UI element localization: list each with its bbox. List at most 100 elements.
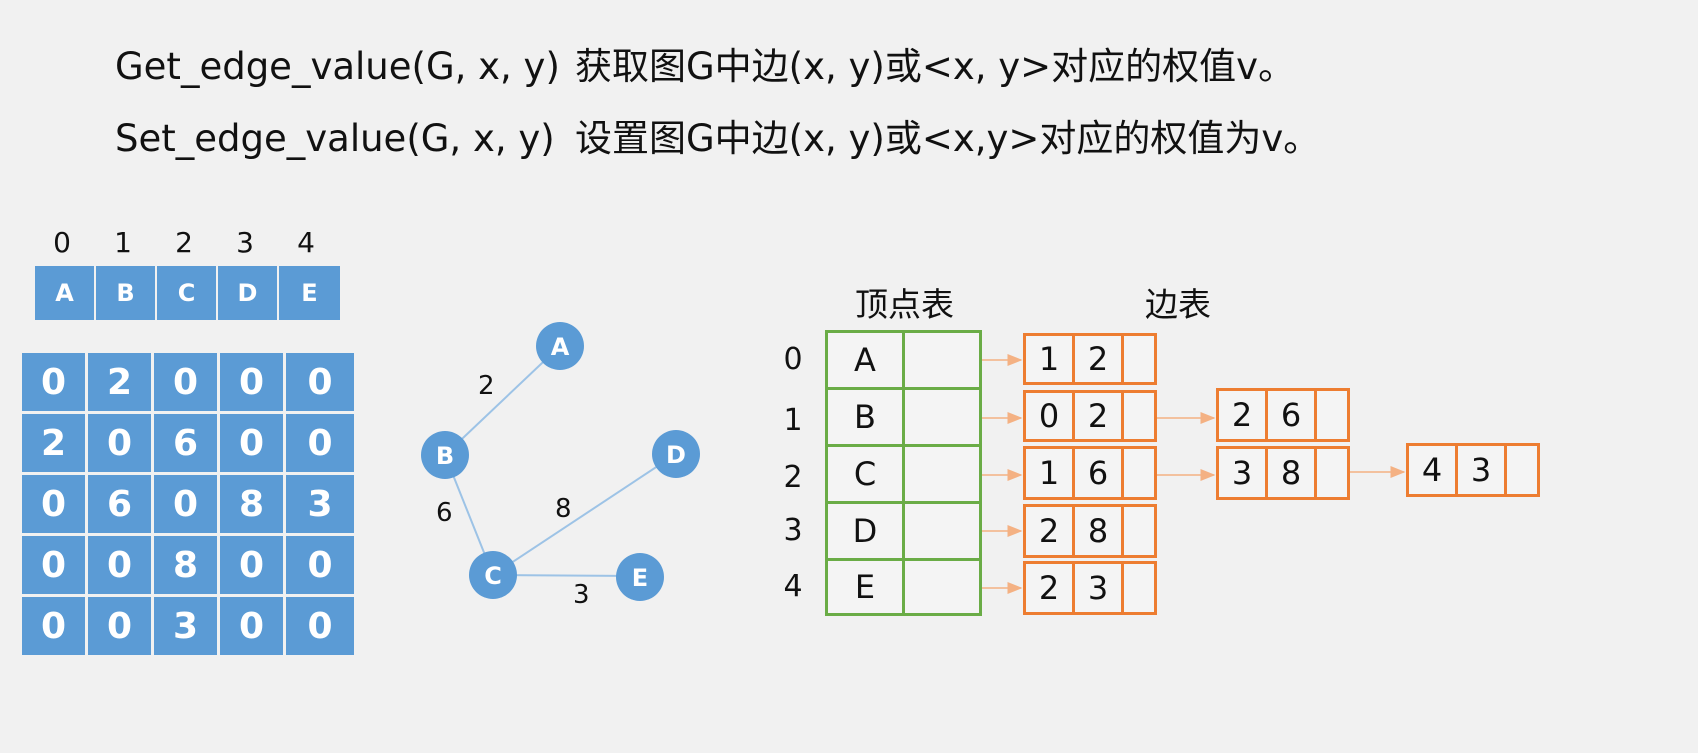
graph-node-d xyxy=(652,430,700,478)
edge-node-next xyxy=(1121,561,1157,615)
vertex-index: 1 xyxy=(114,226,132,259)
vertex-table-index: 4 xyxy=(783,569,803,604)
matrix-cell: 0 xyxy=(220,353,283,411)
edge-node-weight: 2 xyxy=(1072,390,1124,442)
graph-edge-weights: 2 6 8 3 xyxy=(436,371,590,610)
matrix-cell: 0 xyxy=(88,414,151,472)
graph-node-label: D xyxy=(666,441,686,469)
edge-node-adjvex: 3 xyxy=(1216,446,1268,500)
vertex-index: 2 xyxy=(175,226,193,259)
edge-node-next xyxy=(1121,446,1157,500)
matrix-cell: 6 xyxy=(154,414,217,472)
edge-weight-label: 6 xyxy=(436,498,453,528)
graph-node-label: A xyxy=(551,333,570,361)
vertex-array-cell: A xyxy=(35,266,94,320)
matrix-cell: 0 xyxy=(154,475,217,533)
graph-edge-c-d xyxy=(492,453,677,576)
matrix-cell: 0 xyxy=(22,475,85,533)
edge-node-weight: 8 xyxy=(1072,504,1124,558)
matrix-cell: 0 xyxy=(220,414,283,472)
vertex-table-pointer-cell xyxy=(902,330,982,390)
edge-node-adjvex: 0 xyxy=(1023,390,1075,442)
vertex-index: 0 xyxy=(53,226,71,259)
edge-node-weight: 8 xyxy=(1265,446,1317,500)
vertex-array-cell: D xyxy=(218,266,277,320)
edge-node-next xyxy=(1314,388,1350,442)
edge-node-adjvex: 2 xyxy=(1023,504,1075,558)
edge-node-next xyxy=(1121,390,1157,442)
function-description: 获取图G中边(x, y)或<x, y>对应的权值v。 xyxy=(575,45,1296,88)
matrix-cell: 0 xyxy=(88,597,151,655)
edge-node-next xyxy=(1121,333,1157,385)
graph-node-e xyxy=(616,553,664,601)
matrix-cell: 0 xyxy=(286,353,354,411)
edge-node-weight: 6 xyxy=(1265,388,1317,442)
vertex-array-cell: C xyxy=(157,266,216,320)
vertex-table-index: 1 xyxy=(783,403,803,438)
matrix-cell: 8 xyxy=(220,475,283,533)
vertex-array-cell: B xyxy=(96,266,155,320)
edge-node-next xyxy=(1504,443,1540,497)
vertex-table-index: 0 xyxy=(783,342,803,377)
edge-node-weight: 3 xyxy=(1455,443,1507,497)
vertex-table-cell: A xyxy=(825,330,905,390)
edge-node-next xyxy=(1314,446,1350,500)
edge-node-adjvex: 1 xyxy=(1023,333,1075,385)
edge-weight-label: 8 xyxy=(555,494,572,524)
matrix-cell: 0 xyxy=(22,536,85,594)
edge-weight-label: 2 xyxy=(478,371,495,401)
vertex-table-cell: B xyxy=(825,387,905,447)
edge-node-weight: 6 xyxy=(1072,446,1124,500)
matrix-cell: 0 xyxy=(22,597,85,655)
edge-node-next xyxy=(1121,504,1157,558)
matrix-cell: 0 xyxy=(286,536,354,594)
text-line-set-edge-value: Set_edge_value(G, x, y) 设置图G中边(x, y)或<x,y… xyxy=(115,108,1320,162)
graph-edge-c-e xyxy=(492,574,641,577)
function-signature: Set_edge_value(G, x, y) xyxy=(115,117,555,160)
graph-node-b xyxy=(421,431,469,479)
matrix-cell: 0 xyxy=(22,353,85,411)
matrix-cell: 0 xyxy=(286,597,354,655)
vertex-table-cell: E xyxy=(825,558,905,616)
matrix-cell: 6 xyxy=(88,475,151,533)
matrix-cell: 8 xyxy=(154,536,217,594)
graph-node-label: E xyxy=(632,564,648,592)
graph-node-label: C xyxy=(484,562,502,590)
graph-node-label: B xyxy=(436,442,454,470)
edge-node-weight: 2 xyxy=(1072,333,1124,385)
text-line-get-edge-value: Get_edge_value(G, x, y) 获取图G中边(x, y)或<x, … xyxy=(115,36,1295,90)
vertex-table-pointer-cell xyxy=(902,444,982,504)
edge-node-adjvex: 1 xyxy=(1023,446,1075,500)
graph-nodes: A B C D E xyxy=(421,322,700,601)
vertex-array-cell: E xyxy=(279,266,340,320)
vertex-table-pointer-cell xyxy=(902,558,982,616)
graph-node-a xyxy=(536,322,584,370)
function-description: 设置图G中边(x, y)或<x,y>对应的权值为v。 xyxy=(575,117,1321,160)
edge-node-weight: 3 xyxy=(1072,561,1124,615)
edge-node-adjvex: 2 xyxy=(1216,388,1268,442)
edge-node-adjvex: 2 xyxy=(1023,561,1075,615)
matrix-cell: 0 xyxy=(220,597,283,655)
matrix-cell: 0 xyxy=(88,536,151,594)
matrix-cell: 2 xyxy=(88,353,151,411)
matrix-cell: 0 xyxy=(220,536,283,594)
matrix-cell: 3 xyxy=(286,475,354,533)
vertex-table-index: 2 xyxy=(783,460,803,495)
graph-edge-a-b xyxy=(444,345,561,456)
matrix-cell: 2 xyxy=(22,414,85,472)
vertex-table-index: 3 xyxy=(783,513,803,548)
vertex-index: 4 xyxy=(297,226,315,259)
matrix-cell: 3 xyxy=(154,597,217,655)
edge-node-adjvex: 4 xyxy=(1406,443,1458,497)
function-signature: Get_edge_value(G, x, y) xyxy=(115,45,560,88)
vertex-table-pointer-cell xyxy=(902,387,982,447)
edge-weight-label: 3 xyxy=(573,580,590,610)
vertex-index: 3 xyxy=(236,226,254,259)
vertex-table-cell: D xyxy=(825,501,905,561)
edge-table-label: 边表 xyxy=(1145,285,1211,324)
vertex-table-pointer-cell xyxy=(902,501,982,561)
matrix-cell: 0 xyxy=(286,414,354,472)
vertex-table-label: 顶点表 xyxy=(855,285,954,324)
matrix-cell: 0 xyxy=(154,353,217,411)
